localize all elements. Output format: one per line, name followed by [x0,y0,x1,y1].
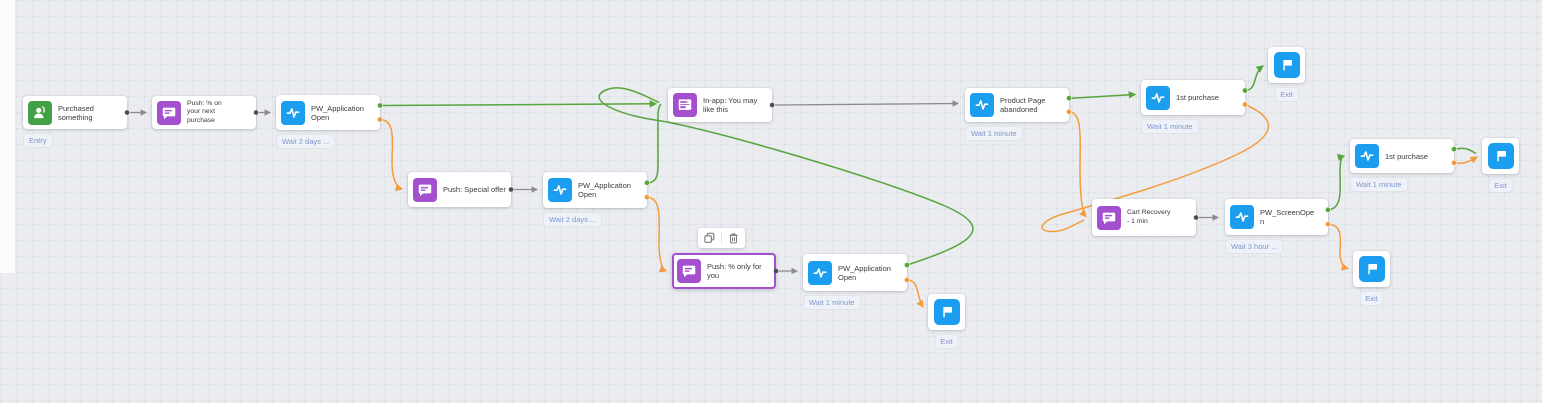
node-n1-entry[interactable]: Purchased something [23,96,127,129]
push-message-icon [413,177,437,202]
entry-badge: Entry [24,134,52,147]
push-message-icon [677,259,701,283]
node-n17-exit[interactable] [1353,251,1390,287]
exit-flag-icon [1273,52,1300,78]
event-pulse-icon [1355,144,1379,168]
duplicate-button[interactable] [698,228,721,248]
wait-badge: Wait 1 minute [1351,178,1407,191]
node-toolbar [698,228,745,248]
node-n11-trigger[interactable]: PW_ApplicationOpen [803,254,907,291]
node-n15-trigger[interactable]: 1st purchase [1350,139,1454,173]
duplicate-icon [704,232,715,243]
event-pulse-icon [1230,205,1254,229]
event-pulse-icon [970,93,994,117]
node-n9-exit[interactable] [1268,47,1305,83]
exit-label: Exit [1360,292,1383,305]
node-title: Push: % on your next purchase [187,100,222,124]
node-n2-push[interactable]: Push: % on your next purchase [152,96,256,129]
exit-flag-icon [1358,256,1385,282]
node-title: Product Page abandoned [1000,96,1046,114]
node-title: In-app: You may like this [703,96,758,114]
wait-badge: Wait 3 hour ... [1226,240,1283,253]
node-title: 1st purchase [1176,93,1219,102]
delete-button[interactable] [722,228,745,248]
node-title: PW_ScreenOpen [1260,208,1315,226]
exit-label: Exit [1275,88,1298,101]
wait-badge: Wait 2 days ... [544,213,602,226]
event-pulse-icon [1146,85,1170,110]
event-pulse-icon [548,178,572,202]
node-n7-trigger[interactable]: Product Page abandoned [965,88,1069,122]
node-title: 1st purchase [1385,151,1428,161]
event-pulse-icon [808,260,832,285]
node-n12-exit[interactable] [928,294,965,330]
node-n8-trigger[interactable]: 1st purchase [1141,80,1245,115]
node-n16-exit[interactable] [1482,138,1519,174]
node-title: PW_ApplicationOpen [311,103,364,122]
wait-badge: Wait 2 days ... [277,135,335,148]
wait-badge: Wait 1 minute [804,296,860,309]
exit-flag-icon [1487,143,1514,169]
trash-icon [729,233,738,244]
exit-flag-icon [933,299,960,325]
wait-badge: Wait 1 minute [966,127,1022,140]
node-n14-trigger[interactable]: PW_ScreenOpen [1225,199,1328,235]
node-n13-push[interactable]: Cart Recovery - 1 min [1092,199,1196,236]
node-title: Cart Recovery - 1 min [1127,209,1171,225]
exit-label: Exit [1489,179,1512,192]
inapp-message-icon [673,93,697,117]
node-title: Purchased something [58,103,94,122]
exit-label: Exit [935,335,958,348]
push-message-icon [1097,205,1121,230]
canvas-left-gutter [0,0,15,273]
node-title: PW_ApplicationOpen [838,263,891,282]
push-message-icon [157,100,181,125]
node-title: PW_ApplicationOpen [578,181,631,199]
node-title: Push: % only for you [707,262,762,280]
node-n5-trigger[interactable]: PW_ApplicationOpen [543,172,647,208]
wait-badge: Wait 1 minute [1142,120,1198,133]
node-n3-trigger[interactable]: PW_ApplicationOpen [276,95,380,130]
event-pulse-icon [281,100,305,125]
user-entry-icon [28,100,52,125]
node-n6-inapp[interactable]: In-app: You may like this [668,88,772,122]
node-title: Push: Special offer [443,185,506,194]
node-n4-push[interactable]: Push: Special offer [408,172,511,207]
node-n10-push[interactable]: Push: % only for you [672,253,776,289]
